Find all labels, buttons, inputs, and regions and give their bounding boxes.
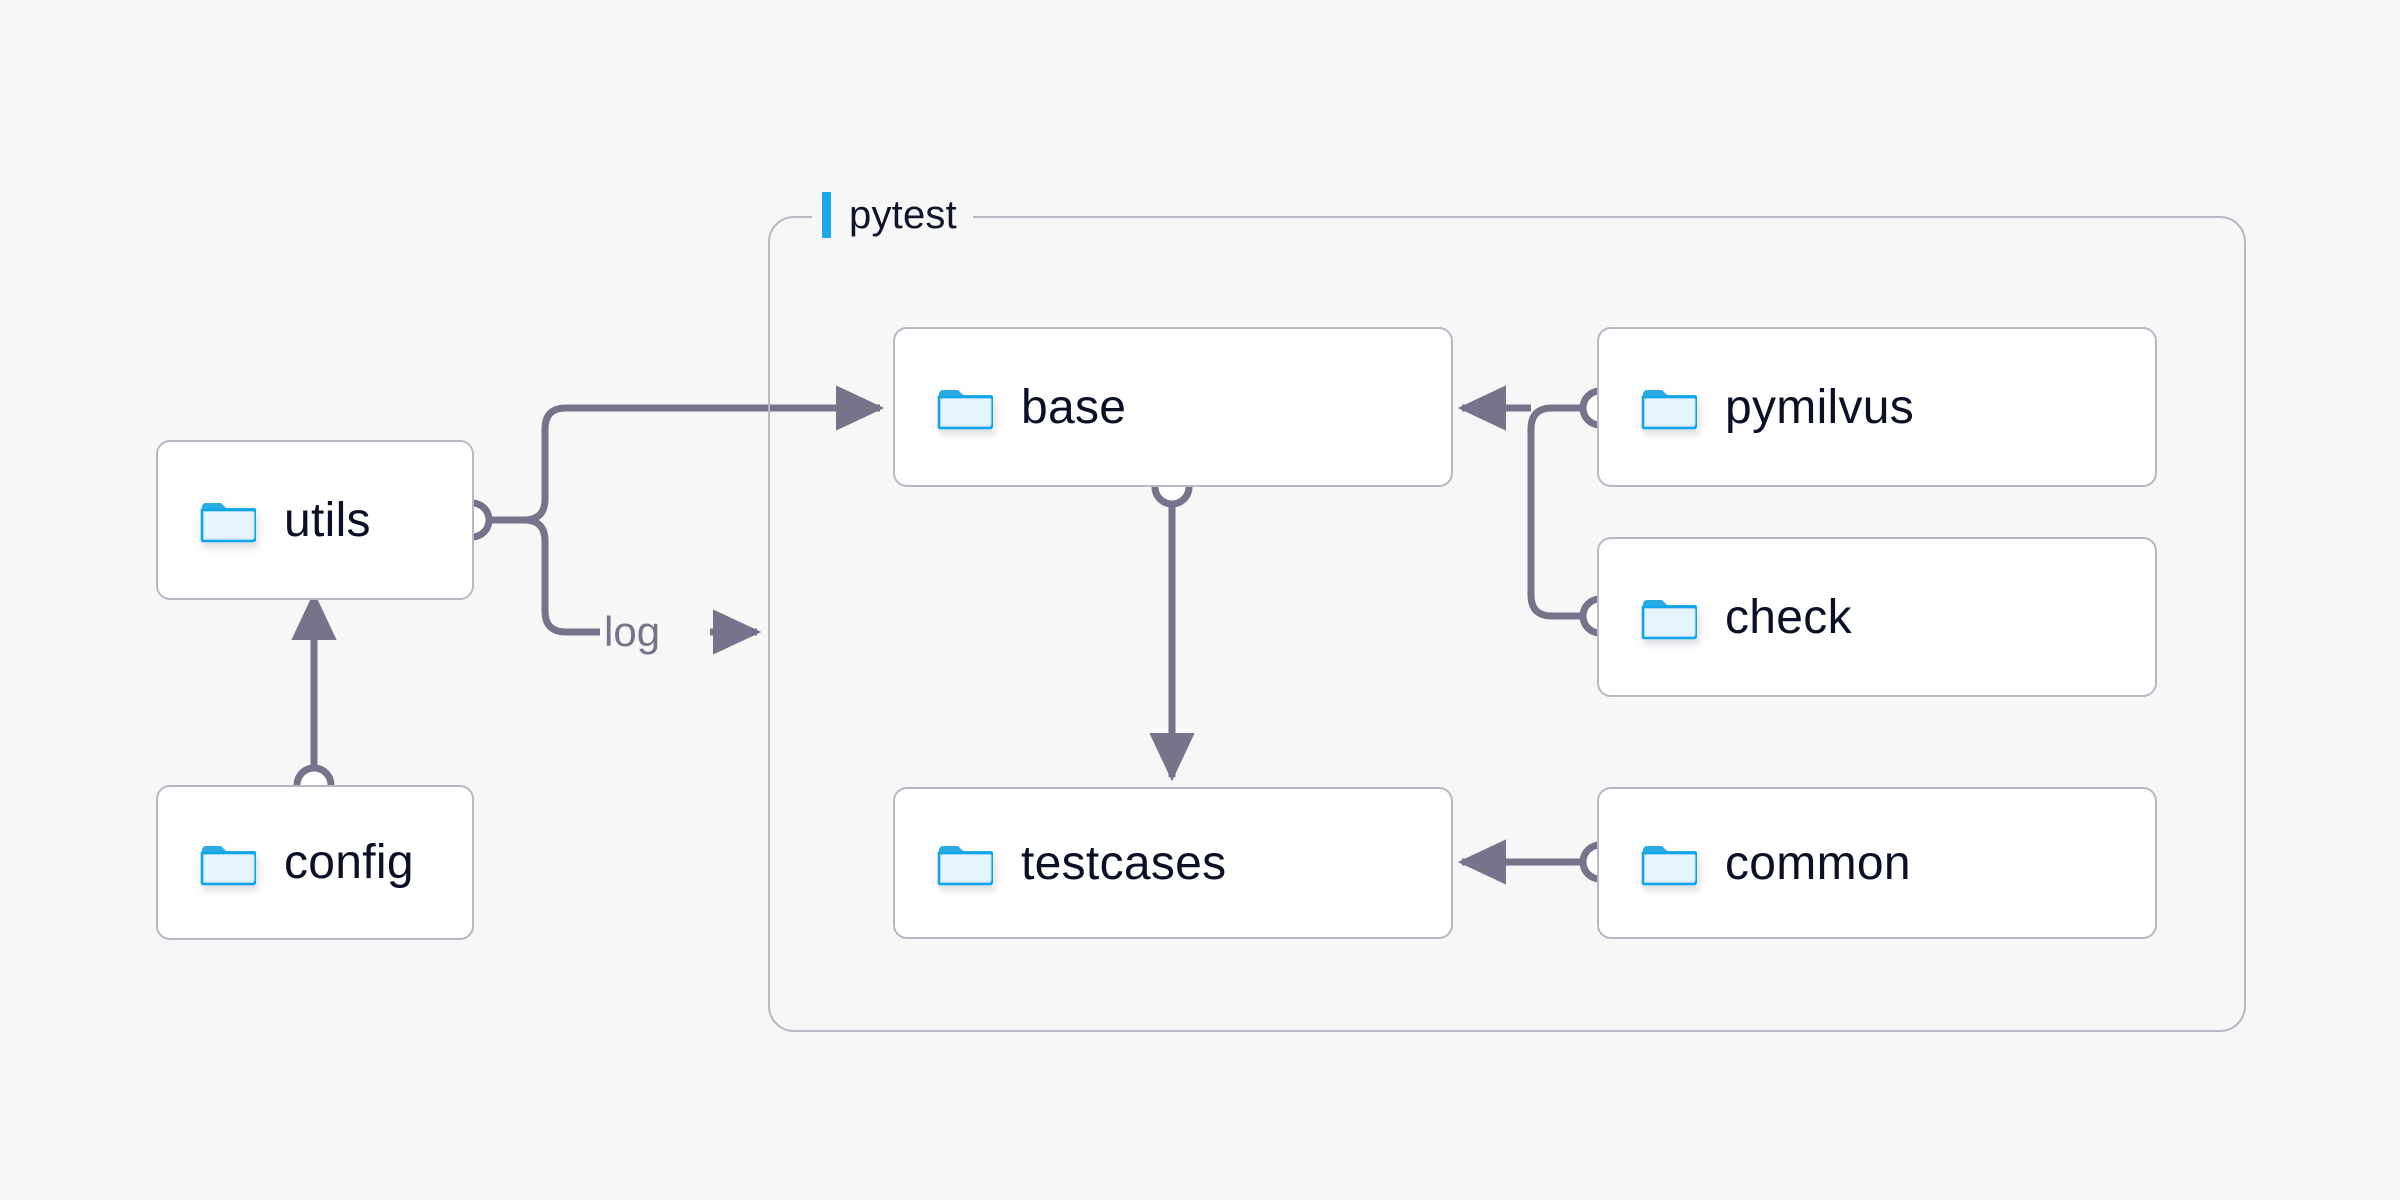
node-base[interactable]: base	[893, 327, 1453, 487]
node-label: pymilvus	[1725, 380, 1915, 434]
node-testcases[interactable]: testcases	[893, 787, 1453, 939]
folder-icon	[200, 840, 256, 886]
node-label: testcases	[1021, 836, 1227, 890]
edge-utils-to-log	[523, 516, 600, 636]
node-check[interactable]: check	[1597, 537, 2157, 697]
group-accent-bar	[822, 192, 831, 238]
node-label: common	[1725, 836, 1911, 890]
node-label: check	[1725, 590, 1852, 644]
folder-icon	[1641, 384, 1697, 430]
node-config[interactable]: config	[156, 785, 474, 940]
group-pytest-title: pytest	[812, 188, 973, 242]
node-common[interactable]: common	[1597, 787, 2157, 939]
node-label: config	[284, 836, 414, 889]
folder-icon	[937, 384, 993, 430]
node-label: base	[1021, 380, 1127, 434]
node-utils[interactable]: utils	[156, 440, 474, 600]
group-pytest-label: pytest	[849, 192, 957, 237]
folder-icon	[1641, 840, 1697, 886]
folder-icon	[1641, 594, 1697, 640]
node-label: utils	[284, 493, 371, 547]
edge-label-log: log	[604, 608, 661, 655]
folder-icon	[937, 840, 993, 886]
group-pytest	[768, 216, 2246, 1032]
node-pymilvus[interactable]: pymilvus	[1597, 327, 2157, 487]
folder-icon	[200, 497, 256, 543]
